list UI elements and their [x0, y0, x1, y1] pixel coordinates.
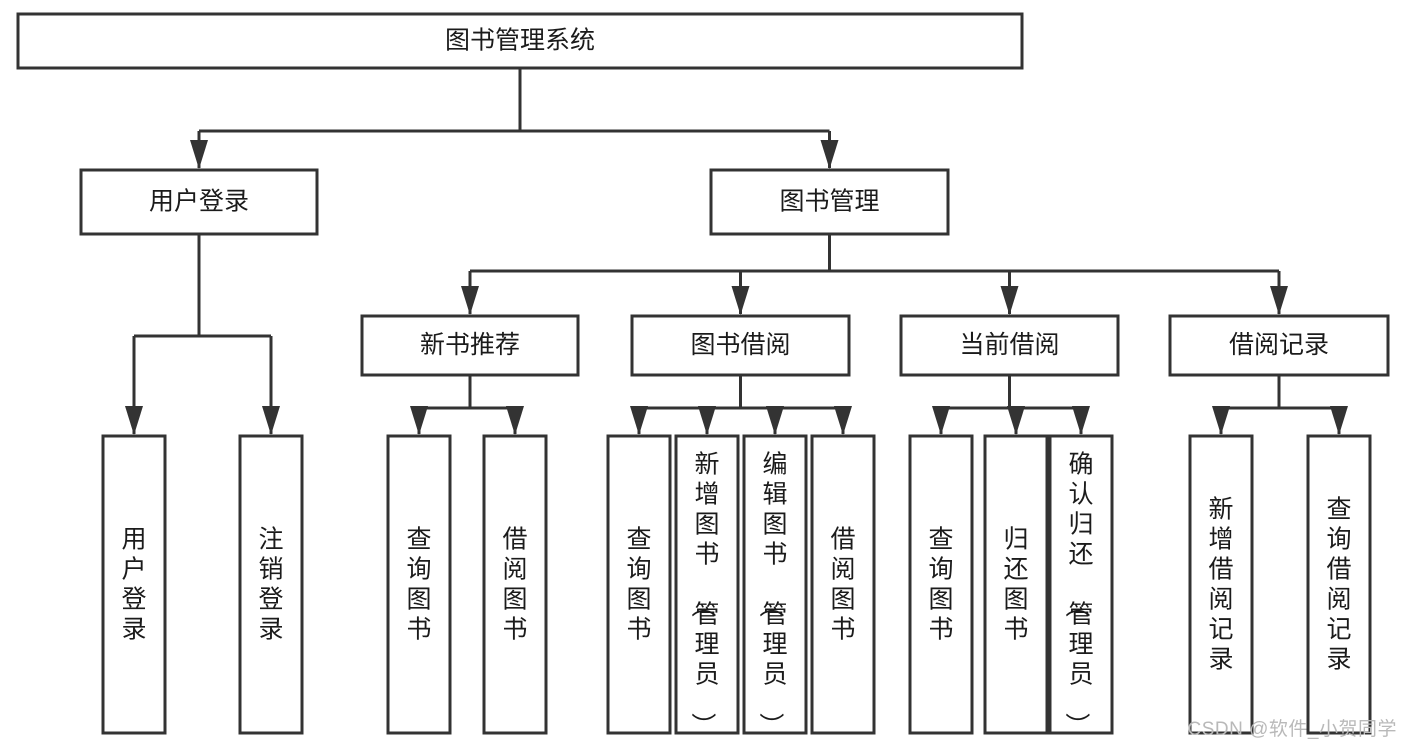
node-leaf-borrow-book-1[interactable]: 借阅图书 — [482, 434, 548, 735]
node-box[interactable] — [238, 434, 304, 735]
node-leaf-query-record[interactable]: 查询借阅记录 — [1306, 434, 1372, 735]
connector-group — [410, 375, 524, 435]
node-label: 图书管理系统 — [445, 27, 595, 55]
node-label: 归还图书 — [1003, 526, 1028, 644]
node-label: 图书借阅 — [690, 331, 790, 359]
node-leaf-add-book[interactable]: 新增图书（管理员） — [674, 434, 740, 738]
arrow-head-icon — [932, 406, 950, 435]
node-root[interactable]: 图书管理系统 — [16, 12, 1024, 70]
watermark-label: CSDN @软件_小贺同学 — [1187, 719, 1397, 740]
node-leaf-user-login[interactable]: 用户登录 — [101, 434, 167, 735]
node-box[interactable] — [983, 434, 1049, 735]
node-label: 借阅图书 — [502, 526, 527, 644]
node-leaf-query-book-1[interactable]: 查询图书 — [386, 434, 452, 735]
node-box[interactable] — [1188, 434, 1254, 735]
node-box[interactable] — [674, 434, 740, 735]
node-box[interactable] — [908, 434, 974, 735]
node-bookmgmt[interactable]: 图书管理 — [709, 168, 950, 236]
node-leaf-return-book[interactable]: 归还图书 — [983, 434, 1049, 735]
node-label: 借阅记录 — [1229, 331, 1329, 359]
node-label: 用户登录 — [121, 526, 146, 644]
node-borrow[interactable]: 图书借阅 — [630, 314, 851, 377]
node-box[interactable] — [606, 434, 672, 735]
connector-group — [932, 375, 1090, 435]
node-box[interactable] — [360, 314, 580, 377]
connector-group — [190, 68, 839, 169]
node-box[interactable] — [899, 314, 1120, 377]
node-label: 新增借阅记录 — [1208, 496, 1233, 674]
node-leaf-query-book-2[interactable]: 查询图书 — [606, 434, 672, 735]
node-label: 图书管理 — [779, 188, 879, 216]
node-records[interactable]: 借阅记录 — [1168, 314, 1390, 377]
node-box[interactable] — [1048, 434, 1114, 735]
arrow-head-icon — [461, 286, 479, 315]
arrow-head-icon — [1212, 406, 1230, 435]
node-leaf-edit-book[interactable]: 编辑图书（管理员） — [742, 434, 808, 738]
node-label: 新书推荐 — [420, 331, 520, 359]
node-box[interactable] — [386, 434, 452, 735]
arrow-head-icon — [125, 406, 143, 435]
arrow-head-icon — [731, 286, 750, 315]
arrow-head-icon — [766, 406, 784, 435]
node-box[interactable] — [482, 434, 548, 735]
node-layer: 图书管理系统用户登录图书管理新书推荐图书借阅当前借阅借阅记录用户登录注销登录查询… — [16, 12, 1390, 738]
node-box[interactable] — [1306, 434, 1372, 735]
arrow-head-icon — [1270, 286, 1288, 315]
node-label: 编辑图书（管理员） — [756, 451, 787, 738]
node-box[interactable] — [101, 434, 167, 735]
node-current[interactable]: 当前借阅 — [899, 314, 1120, 377]
arrow-head-icon — [698, 406, 716, 435]
node-box[interactable] — [810, 434, 876, 735]
node-leaf-query-book-3[interactable]: 查询图书 — [908, 434, 974, 735]
arrow-head-icon — [262, 406, 280, 435]
node-box[interactable] — [16, 12, 1024, 70]
connector-group — [630, 375, 852, 435]
connector-layer — [125, 68, 1348, 435]
node-label: 查询图书 — [928, 526, 953, 644]
node-label: 确认归还（管理员） — [1062, 451, 1093, 738]
connector-group — [125, 234, 280, 435]
arrow-head-icon — [506, 406, 524, 435]
node-label: 查询借阅记录 — [1326, 496, 1351, 674]
node-label: 新增图书（管理员） — [688, 451, 719, 738]
arrow-head-icon — [410, 406, 428, 435]
node-label: 借阅图书 — [830, 526, 855, 644]
node-label: 用户登录 — [149, 188, 249, 216]
node-leaf-user-logout[interactable]: 注销登录 — [238, 434, 304, 735]
arrow-head-icon — [1007, 406, 1025, 435]
arrow-head-icon — [630, 406, 648, 435]
node-box[interactable] — [79, 168, 319, 236]
connector-group — [1212, 375, 1348, 435]
node-box[interactable] — [1168, 314, 1390, 377]
node-leaf-borrow-book-2[interactable]: 借阅图书 — [810, 434, 876, 735]
node-label: 查询图书 — [626, 526, 651, 644]
arrow-head-icon — [1330, 406, 1348, 435]
node-label: 查询图书 — [406, 526, 431, 644]
node-label: 注销登录 — [258, 526, 283, 644]
node-login[interactable]: 用户登录 — [79, 168, 319, 236]
node-box[interactable] — [709, 168, 950, 236]
node-newbook[interactable]: 新书推荐 — [360, 314, 580, 377]
arrow-head-icon — [190, 140, 208, 169]
node-leaf-add-record[interactable]: 新增借阅记录 — [1188, 434, 1254, 735]
connector-group — [461, 234, 1288, 315]
arrow-head-icon — [834, 406, 852, 435]
arrow-head-icon — [1000, 286, 1019, 315]
node-box[interactable] — [742, 434, 808, 735]
node-leaf-confirm-return[interactable]: 确认归还（管理员） — [1048, 434, 1114, 738]
node-box[interactable] — [630, 314, 851, 377]
node-label: 当前借阅 — [959, 331, 1059, 359]
arrow-head-icon — [820, 140, 839, 169]
arrow-head-icon — [1072, 406, 1090, 435]
